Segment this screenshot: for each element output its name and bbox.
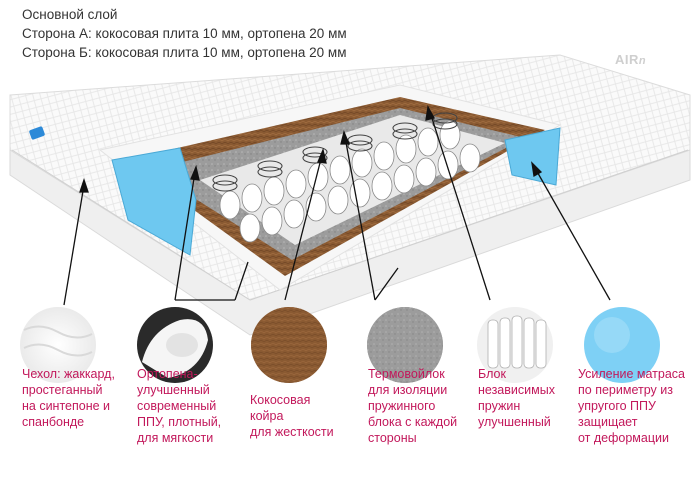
callout-blob-felt xyxy=(367,307,443,383)
blue-foam-left xyxy=(111,147,197,256)
brand-logo: AIRn xyxy=(615,52,647,67)
spring-block xyxy=(212,112,481,243)
mattress-cutaway xyxy=(98,84,562,291)
callout-blob-coir xyxy=(251,307,327,383)
header-side-b: Сторона Б: кокосовая плита 10 мм, ортопе… xyxy=(22,45,347,60)
header-side-a: Сторона А: кокосовая плита 10 мм, ортопе… xyxy=(22,26,347,41)
callout-blob-foam xyxy=(137,307,213,383)
callout-blob-cover xyxy=(20,307,96,383)
callout-blob-springs xyxy=(477,307,553,383)
callout-blob-blue-foam xyxy=(584,307,660,383)
blue-foam-right xyxy=(504,127,561,186)
header-main-layer: Основной слой xyxy=(22,7,118,22)
callout-pointers xyxy=(63,105,611,306)
